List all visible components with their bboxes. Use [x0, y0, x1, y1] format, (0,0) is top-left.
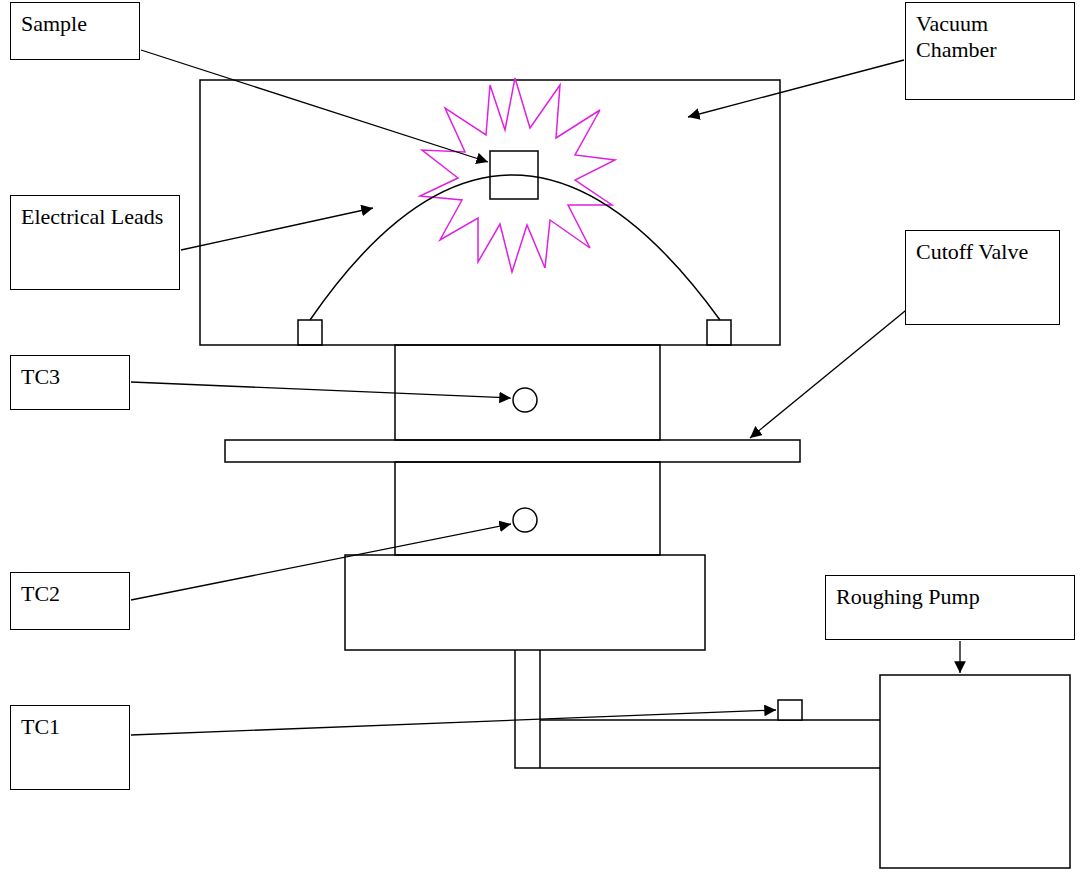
leader-line: [131, 382, 511, 398]
label-box: Sample: [10, 2, 140, 60]
leader-line: [959, 641, 960, 673]
leader-line: [141, 50, 488, 162]
gauge-tc2: [513, 508, 537, 532]
label-box: Cutoff Valve: [905, 230, 1060, 325]
lower-neck: [395, 462, 660, 555]
callout-label: Electrical Leads: [21, 204, 169, 230]
label-box: Electrical Leads: [10, 195, 180, 290]
label-box: TC3: [10, 355, 130, 410]
pump-line: [515, 650, 880, 768]
electrical-leads: [310, 175, 720, 320]
gauge-tc3: [513, 388, 537, 412]
leader-line: [181, 208, 373, 250]
callout-label: Roughing Pump: [836, 584, 1064, 610]
callout-label: TC2: [21, 581, 119, 607]
lead-feedthrough: [298, 320, 322, 345]
lower-housing: [345, 555, 705, 650]
leader-line: [688, 60, 904, 117]
label-box: TC1: [10, 705, 130, 790]
roughing-pump: [880, 675, 1070, 868]
vacuum-chamber: [200, 80, 780, 345]
pump-line: [539, 650, 541, 768]
lead-feedthrough: [707, 320, 731, 345]
callout-label: Cutoff Valve: [916, 239, 1049, 265]
callout-label: Sample: [21, 11, 129, 37]
label-box: Vacuum Chamber: [905, 2, 1075, 100]
label-box: TC2: [10, 572, 130, 630]
label-box: Roughing Pump: [825, 575, 1075, 640]
callout-label: TC1: [21, 714, 119, 740]
leader-line: [131, 524, 511, 600]
leader-line: [131, 710, 776, 735]
upper-neck: [395, 345, 660, 440]
cutoff-valve: [225, 440, 800, 462]
callout-label: Vacuum Chamber: [916, 11, 1064, 64]
callout-label: TC3: [21, 364, 119, 390]
gauge-tc1: [778, 700, 802, 720]
pump-line: [540, 719, 880, 721]
